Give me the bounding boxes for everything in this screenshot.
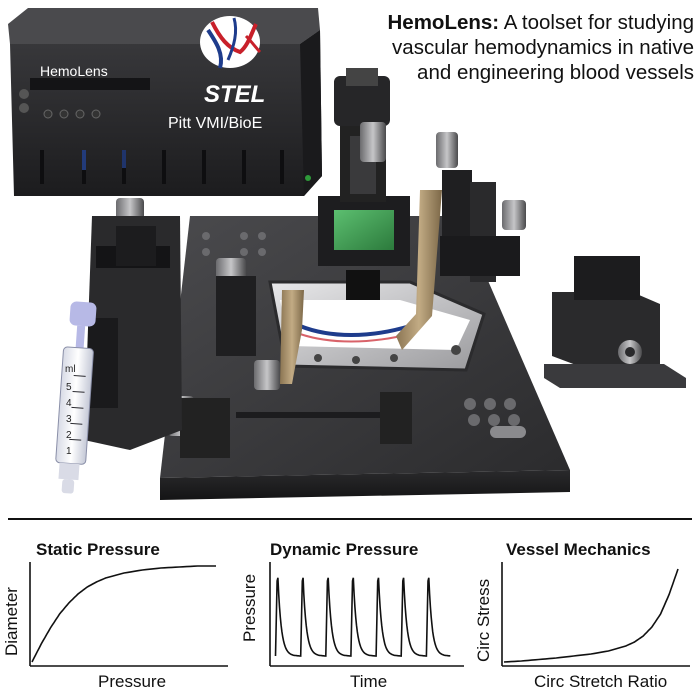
syringe-mark-5: 5 — [66, 382, 72, 393]
syringe-mark-4: 4 — [66, 398, 72, 409]
ylabel-circ-stress: Circ Stress — [474, 578, 493, 662]
controller-brand-label: HemoLens — [40, 63, 108, 79]
syringe — [55, 301, 97, 494]
panel-title-vessel-mechanics: Vessel Mechanics — [506, 540, 651, 559]
xlabel-pressure: Pressure — [98, 672, 167, 691]
connector-ports — [19, 89, 101, 119]
headline-brand: HemoLens: — [387, 11, 500, 34]
chart-dynamic-pressure — [269, 562, 464, 667]
hemolens-device-illustration: HemoLens STEL Pitt VMI/BioE — [8, 8, 686, 500]
vessel-clamps — [280, 190, 442, 384]
status-led — [305, 175, 311, 181]
display-slot — [30, 78, 150, 90]
camera-tower — [318, 68, 410, 300]
syringe-scale: ml 5 4 3 2 1 — [65, 364, 76, 457]
syringe-pump — [55, 216, 182, 494]
headline-description: A toolset for studying vascular hemodyna… — [392, 11, 694, 84]
chart-static-pressure — [29, 562, 228, 667]
series-line-dynamic-pressure — [274, 577, 451, 657]
xlabel-time: Time — [350, 672, 388, 691]
section-divider — [8, 518, 692, 520]
syringe-mark-3: 3 — [66, 414, 72, 425]
syringe-mark-ml: ml — [65, 364, 76, 375]
base-holes — [202, 232, 520, 426]
panel-title-static-pressure: Static Pressure — [36, 540, 160, 559]
headline: HemoLens: A toolset for studying vascula… — [360, 10, 694, 85]
right-posts — [180, 170, 520, 458]
ylabel-diameter: Diameter — [2, 587, 21, 656]
syringe-mark-2: 2 — [66, 430, 72, 441]
controller-box — [8, 8, 322, 196]
stel-logo — [200, 16, 262, 69]
affiliation-label: Pitt VMI/BioE — [168, 115, 262, 132]
green-filter — [334, 210, 394, 250]
xlabel-circ-stretch-ratio: Circ Stretch Ratio — [534, 672, 668, 691]
logo-wordmark: STEL — [204, 81, 265, 108]
series-line-vessel-mechanics — [503, 568, 679, 663]
series-line-static-pressure — [31, 565, 216, 663]
panel-title-dynamic-pressure: Dynamic Pressure — [270, 540, 419, 559]
syringe-mark-1: 1 — [66, 446, 72, 457]
ylabel-pressure: Pressure — [240, 573, 259, 642]
chart-vessel-mechanics — [501, 562, 690, 667]
stepper-motor — [544, 256, 686, 388]
